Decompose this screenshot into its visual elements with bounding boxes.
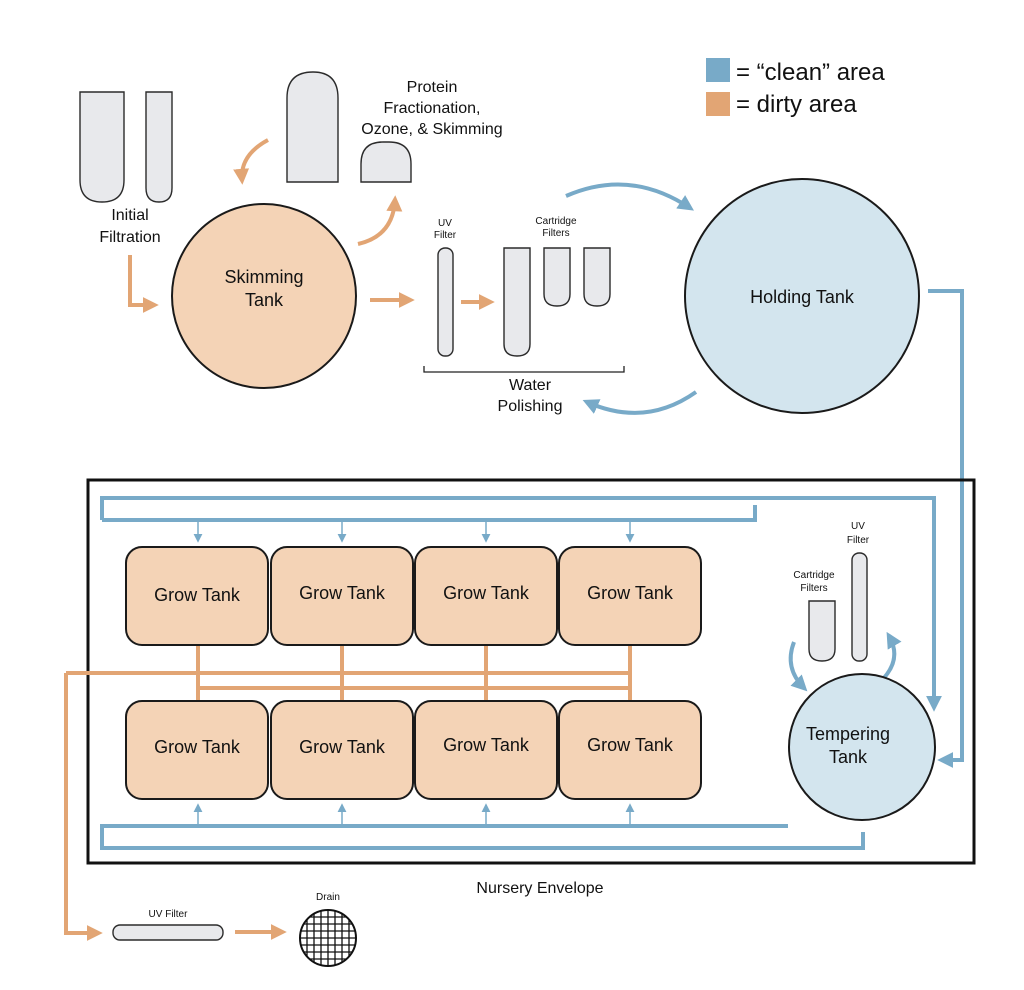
grow-tank-2 [270, 546, 414, 646]
cartridge-filter-right [808, 600, 836, 662]
initial-filter-vessel-right [145, 91, 173, 203]
grow-tank-6-label: Grow Tank [299, 737, 386, 757]
holding-tank-label: Holding Tank [750, 287, 855, 307]
protein-vessel-tall [286, 71, 339, 183]
drain-pipes [64, 645, 632, 941]
uv-filter-right-label-line2: Filter [847, 535, 870, 546]
arrow-tempering-to-uv [878, 631, 902, 684]
drain-icon [299, 909, 357, 967]
uv-filter-bottom-label: UV Filter [149, 909, 189, 920]
pipe-supply-top [100, 496, 942, 712]
tempering-filters: UV Filter Cartridge Filters [793, 521, 870, 662]
initial-filtration: Initial Filtration [79, 91, 173, 246]
nursery-envelope-label: Nursery Envelope [476, 880, 603, 897]
arrow-holding-to-polishing [582, 390, 698, 415]
grow-tank-5 [125, 700, 269, 800]
drain-label: Drain [316, 892, 340, 903]
tempering-tank-label-line1: Tempering [806, 724, 890, 744]
cartridge-filter-top-2 [583, 247, 611, 307]
grow-tank-3 [414, 546, 558, 646]
protein-label-line2: Fractionation, [384, 100, 481, 117]
uv-filter-top-label-line1: UV [438, 218, 452, 229]
tempering-tank [788, 673, 936, 821]
arrow-polishing-to-holding [565, 182, 694, 211]
skimming-tank-label-line1: Skimming [224, 267, 303, 287]
grow-tank-8-label: Grow Tank [587, 735, 674, 755]
grow-tank-4-label: Grow Tank [587, 583, 674, 603]
legend-dirty-label: = dirty area [736, 91, 857, 118]
grow-tank-4 [558, 546, 702, 646]
protein-vessel-short [360, 141, 412, 183]
grow-tank-1 [125, 546, 269, 646]
arrow-skimming-to-protein [357, 195, 403, 246]
initial-filtration-label-line1: Initial [111, 207, 148, 224]
water-polishing-bracket [423, 366, 625, 373]
legend: = “clean” area = dirty area [706, 58, 885, 118]
cartridge-filters-right-label-line2: Filters [800, 583, 827, 594]
uv-filter-right-label-line1: UV [851, 521, 865, 532]
grow-tank-6 [270, 700, 414, 800]
cartridge-filter-top-1 [543, 247, 571, 307]
uv-filter-bottom [112, 924, 224, 941]
protein-label-line1: Protein [407, 79, 458, 96]
grow-tank-7-label: Grow Tank [443, 735, 530, 755]
legend-clean-swatch [706, 58, 730, 82]
legend-dirty-swatch [706, 92, 730, 116]
holding-tank [684, 178, 920, 414]
pipe-holding-to-tempering [928, 289, 964, 768]
water-polishing-label-line1: Water [509, 377, 552, 394]
arrow-protein-to-skimming [233, 138, 269, 185]
grow-tank-1-label: Grow Tank [154, 585, 241, 605]
arrow-initial-to-skimming [128, 255, 159, 313]
drain-pipe-down [64, 673, 103, 941]
grow-tank-2-label: Grow Tank [299, 583, 386, 603]
initial-filtration-label-line2: Filtration [99, 229, 160, 246]
uv-filter-top [437, 247, 454, 357]
water-polishing: UV Filter Cartridge Filters Water Polish… [423, 216, 625, 415]
protein-skimming: Protein Fractionation, Ozone, & Skimming [286, 71, 503, 183]
grow-tank-3-label: Grow Tank [443, 583, 530, 603]
cartridge-filters-top-label-line2: Filters [542, 228, 569, 239]
grow-tank-8 [558, 700, 702, 800]
grow-tank-5-label: Grow Tank [154, 737, 241, 757]
pipe-supply-top-inner [102, 505, 757, 522]
tempering-tank-label-line2: Tank [829, 747, 868, 767]
pipe-supply-bottom [100, 824, 865, 850]
cartridge-filters-right-label-line1: Cartridge [793, 570, 835, 581]
skimming-tank-label-line2: Tank [245, 290, 284, 310]
polishing-vessel-tall [503, 247, 531, 357]
water-polishing-label-line2: Polishing [498, 398, 563, 415]
initial-filter-vessel-left [79, 91, 125, 203]
grow-tanks: Grow Tank Grow Tank Grow Tank Grow Tank … [125, 546, 702, 800]
grow-tank-7 [414, 700, 558, 800]
protein-label-line3: Ozone, & Skimming [361, 121, 502, 138]
uv-filter-right [851, 552, 868, 662]
skimming-tank [171, 203, 357, 389]
uv-filter-top-label-line2: Filter [434, 230, 457, 241]
arrow-cartridge-to-tempering [788, 641, 808, 692]
legend-clean-label: = “clean” area [736, 59, 885, 86]
cartridge-filters-top-label-line1: Cartridge [535, 216, 577, 227]
